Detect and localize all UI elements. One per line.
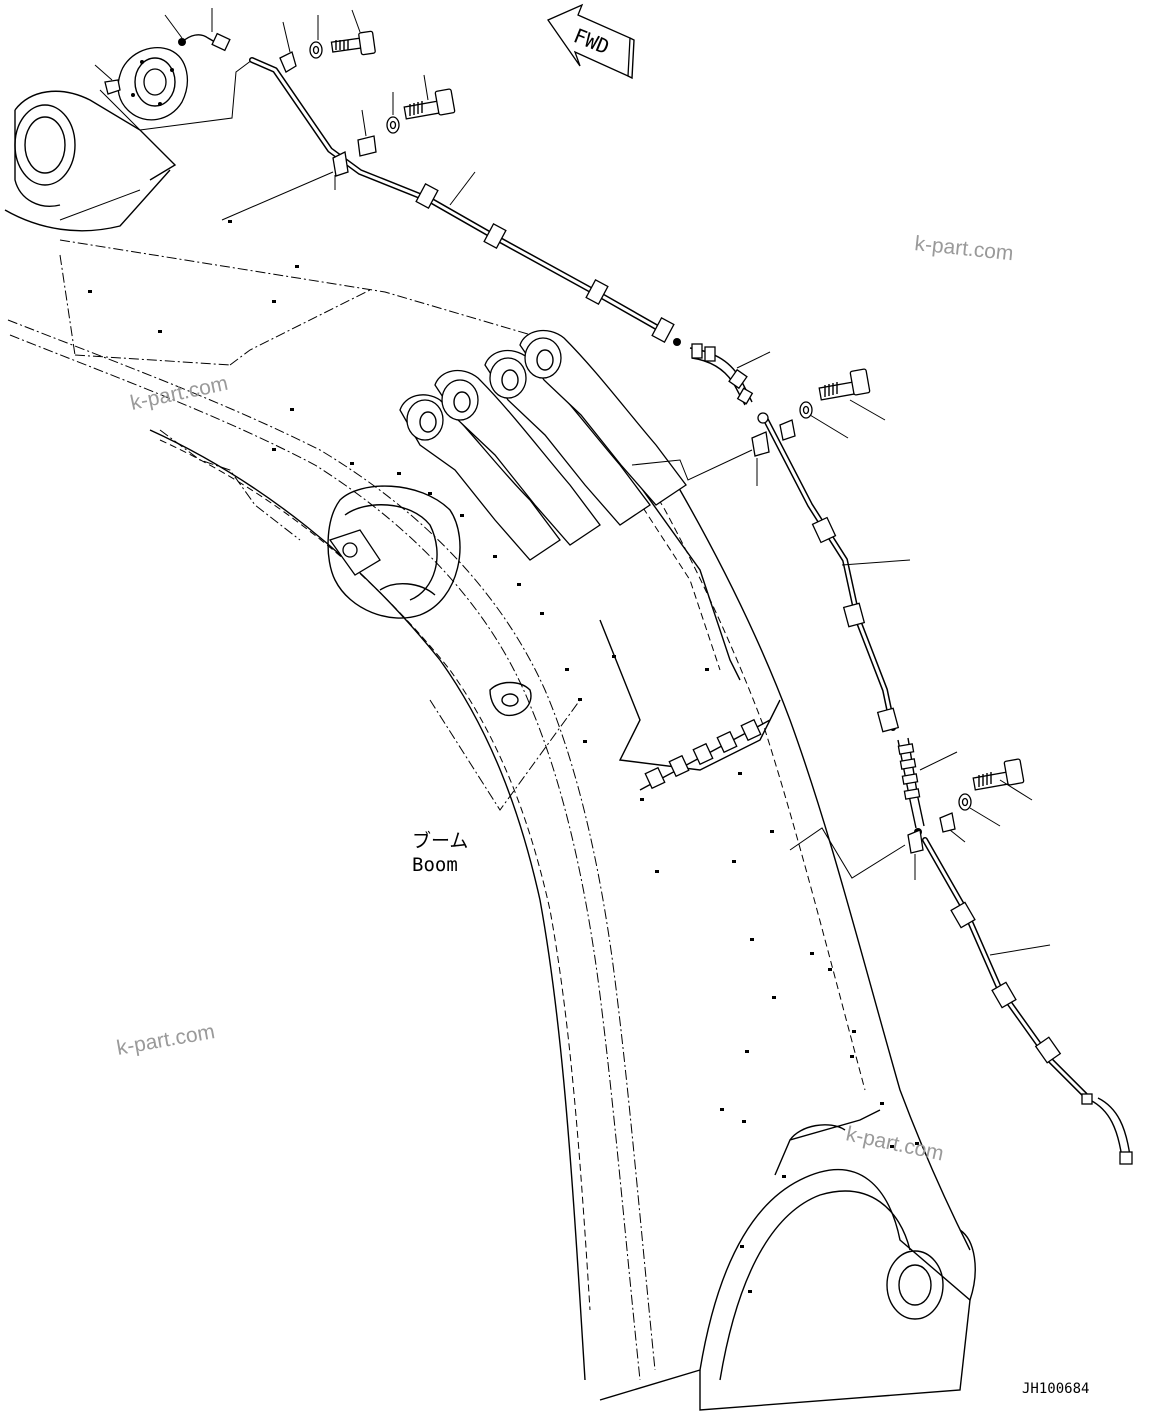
boom-body <box>4 89 976 1411</box>
bolt-icon-3 <box>818 368 871 401</box>
watermark-3: k-part.com <box>115 1020 217 1060</box>
boom-lug-group <box>399 329 687 561</box>
bolt-icon <box>330 30 376 56</box>
bolt-icon-4 <box>972 758 1025 791</box>
drawing-code: JH100684 <box>1022 1381 1089 1397</box>
grease-fitting-icon <box>104 79 121 95</box>
bolt-icon-2 <box>403 88 456 120</box>
rear-flange-assembly <box>94 8 253 131</box>
watermark-4: k-part.com <box>844 1122 946 1165</box>
upper-hydraulic-pipe <box>249 57 681 346</box>
boom-label-en: Boom <box>412 854 458 876</box>
middle-hydraulic-pipe <box>631 368 911 733</box>
fwd-arrow: FWD <box>547 3 635 80</box>
boom-label-jp: ブーム <box>412 829 468 852</box>
watermark-1: k-part.com <box>913 232 1014 265</box>
upper-hose <box>689 343 771 406</box>
watermark-2: k-part.com <box>128 372 230 415</box>
boom-hardware-dots <box>88 220 919 1293</box>
upper-clamp-hardware <box>221 9 456 221</box>
lower-hydraulic-pipe <box>789 758 1133 1165</box>
clamp-row <box>639 718 771 791</box>
